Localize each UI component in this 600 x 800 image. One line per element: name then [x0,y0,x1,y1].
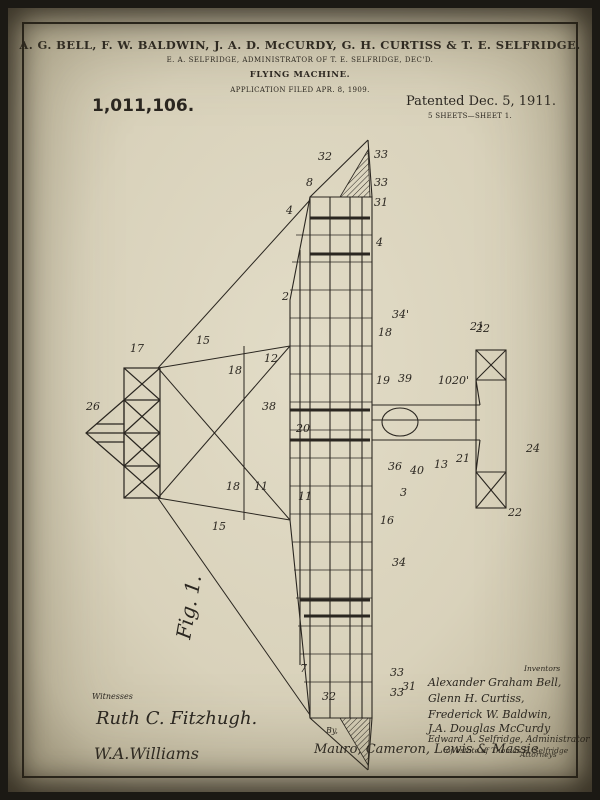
numeral-22-top: 22 [475,322,490,335]
application-filed-line: APPLICATION FILED APR. 8, 1909. [230,86,370,94]
numeral-18-lower: 18 [226,480,240,493]
numeral-33-top-a: 33 [374,148,388,161]
wing-tips-hatched [339,148,371,767]
numeral-31-bottom: 31 [402,680,416,693]
inventor-4-signature: J.A. Douglas McCurdy [428,722,551,735]
numeral-20: 20 [295,422,310,435]
wing-outline [289,139,373,771]
numeral-15-lower: 15 [212,520,226,533]
inventor-1-signature: Alexander Graham Bell, [428,676,562,689]
numeral-24: 24 [525,442,540,455]
numeral-33-bottom-b: 33 [390,686,404,699]
wing-ribs [290,234,372,683]
sheet-count: 5 SHEETS—SHEET 1. [428,112,513,120]
attorneys-label: Attorneys [520,750,557,759]
witnesses-label: Witnesses [92,692,133,701]
tail-assembly [372,349,507,509]
patent-number: 1,011,106. [92,96,195,116]
numeral-32-top: 32 [318,150,332,163]
administrator-line: E. A. SELFRIDGE, ADMINISTRATOR OF T. E. … [166,56,434,64]
inventor-2-signature: Glenn H. Curtiss, [428,692,525,705]
numeral-34: 34 [392,556,406,569]
numeral-11: 11 [254,480,268,493]
numeral-4-right: 4 [375,236,383,249]
numeral-31-top: 31 [374,196,388,209]
numeral-3: 3 [400,486,407,499]
numeral-13: 13 [434,458,448,471]
inventor-5-signature: Edward A. Selfridge, Administrator [428,735,590,745]
numeral-4-left: 4 [285,204,293,217]
patent-sheet: A. G. BELL, F. W. BALDWIN, J. A. D. McCU… [8,8,592,792]
attorneys-signature: Mauro, Cameron, Lewis & Massie [314,742,539,757]
numeral-34-prime: 34' [392,308,409,321]
flying-machine-drawing: 32 33 33 31 8 4 4 2 34' 15 17 18 12 21 1… [85,139,540,771]
invention-title: FLYING MACHINE. [249,70,351,80]
numeral-33-top-b: 33 [374,176,388,189]
patented-date: Patented Dec. 5, 1911. [406,94,556,109]
numeral-38: 38 [262,400,276,413]
bracing-wires [157,199,311,716]
reference-numerals: 32 33 33 31 8 4 4 2 34' 15 17 18 12 21 1… [85,148,540,703]
figure-label: Fig. 1. [171,573,206,642]
witness-1-signature: Ruth C. Fitzhugh. [96,708,258,729]
inventor-6-signature: of estate of Thomas E. Selfridge [446,746,569,755]
witness-2-signature: W.A.Williams [94,744,199,763]
numeral-36: 36 [388,460,402,473]
numeral-10: 10 [438,374,452,387]
numeral-17: 17 [130,342,144,355]
numeral-33-bottom-a: 33 [390,666,404,679]
numeral-19: 19 [376,374,390,387]
sheet-border [22,22,578,778]
numeral-26: 26 [85,400,100,413]
numeral-16: 16 [380,514,394,527]
numeral-20-prime: 20' [451,374,469,387]
numeral-7: 7 [300,662,307,675]
numeral-11-lower: 11 [298,490,312,503]
numeral-2: 2 [281,290,289,303]
numeral-39: 39 [398,372,412,385]
numeral-8: 8 [306,176,313,189]
inventors-label: Inventors [524,664,561,673]
numeral-40: 40 [409,464,424,477]
front-elevator [85,367,161,499]
numeral-32-bottom: 32 [322,690,336,703]
by-label: By, [326,726,338,735]
wing-struts-dark [290,216,370,618]
inventor-names-header: A. G. BELL, F. W. BALDWIN, J. A. D. McCU… [19,38,581,52]
numeral-15-top: 15 [196,334,210,347]
numeral-18-top: 18 [228,364,242,377]
numeral-22-bottom: 22 [507,506,522,519]
numeral-21-right: 21 [469,320,484,333]
numeral-21-lower: 21 [455,452,470,465]
numeral-12: 12 [264,352,278,365]
inventor-3-signature: Frederick W. Baldwin, [428,708,552,721]
numeral-18-mid: 18 [378,326,392,339]
